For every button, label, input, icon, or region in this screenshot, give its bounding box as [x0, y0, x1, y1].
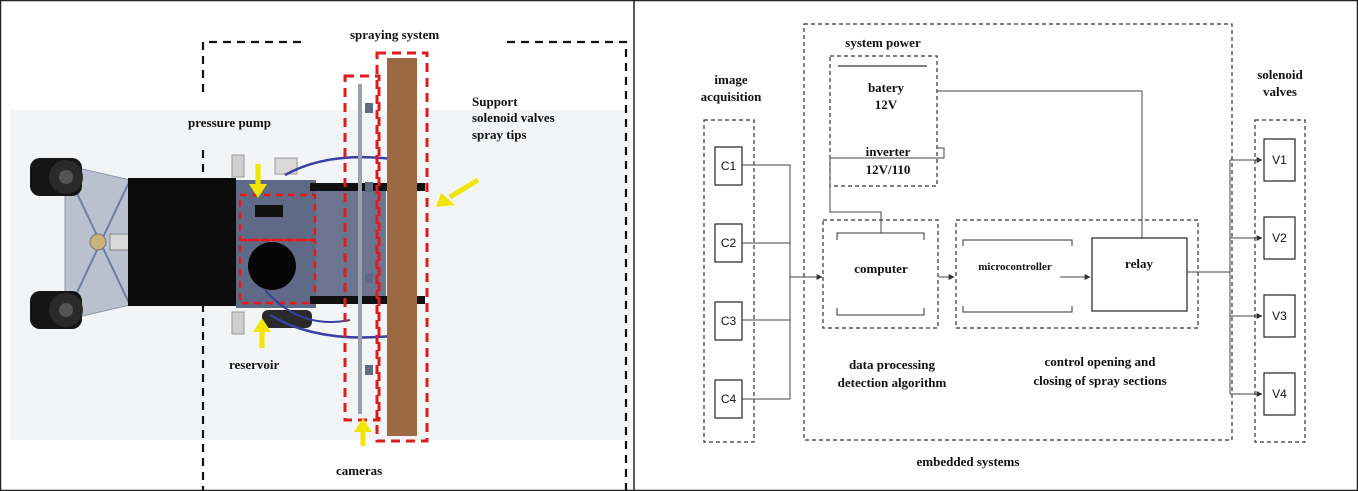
camera-label: C2: [721, 236, 737, 250]
camera-box-c2: C2: [714, 223, 743, 263]
valve-connectors: [1187, 157, 1263, 397]
valve-label: V2: [1272, 231, 1287, 245]
valve-box-v1: V1: [1263, 138, 1296, 182]
camera-box-c3: C3: [714, 301, 743, 341]
camera-box-c4: C4: [714, 379, 743, 419]
embedded-systems-box: [803, 23, 1233, 441]
reservoir-tank: [248, 242, 296, 290]
label-valves: valves: [1263, 84, 1297, 99]
camera-3: [365, 273, 373, 283]
frame-dash-left-top: [201, 40, 305, 92]
label-embedded-systems: embedded systems: [917, 454, 1020, 469]
valve-label: V4: [1272, 387, 1287, 401]
arrow-cameras: [354, 418, 372, 446]
left-panel: spraying system pressure pump Support so…: [10, 27, 630, 491]
label-spraying-system: spraying system: [350, 27, 439, 42]
arrow-support: [436, 177, 480, 207]
label-solenoid-valves: solenoid valves: [472, 110, 555, 125]
valve-box-v2: V2: [1263, 216, 1296, 260]
hose-top: [284, 155, 401, 177]
label-data-processing: data processing: [849, 357, 936, 372]
label-system-power: system power: [845, 35, 921, 50]
label-support: Support: [472, 94, 518, 109]
hose-bottom: [269, 313, 401, 339]
label-relay: relay: [1125, 256, 1153, 271]
label-closing-spray: closing of spray sections: [1033, 373, 1166, 388]
label-battery-voltage: 12V: [875, 97, 898, 112]
label-cameras: cameras: [336, 463, 382, 478]
power-lines: [829, 90, 1143, 238]
camera-label: C3: [721, 314, 737, 328]
frame-dash-right: [507, 40, 628, 491]
wheel-bottom: [30, 291, 83, 329]
platform-extension: [316, 185, 386, 303]
camera-2: [365, 182, 373, 192]
valve-box-v4: V4: [1263, 372, 1296, 416]
label-reservoir: reservoir: [229, 357, 280, 372]
image-acquisition-box: [703, 119, 755, 443]
valve-box-v3: V3: [1263, 294, 1296, 338]
label-control-opening: control opening and: [1044, 354, 1156, 369]
solenoid-valves-box: [1254, 119, 1306, 443]
relay-box: [1091, 237, 1188, 312]
support-highlight: [375, 51, 429, 443]
label-computer: computer: [854, 261, 908, 276]
camera-4: [365, 365, 373, 375]
valve-label: V1: [1272, 153, 1287, 167]
label-inverter-voltage: 12V/110: [866, 162, 911, 177]
label-solenoid: solenoid: [1257, 67, 1303, 82]
reservoir-highlight: [238, 238, 317, 305]
arrow-reservoir: [253, 318, 271, 348]
valve-label: V3: [1272, 309, 1287, 323]
label-microcontroller: microcontroller: [978, 261, 1052, 273]
label-pressure-pump: pressure pump: [188, 115, 271, 130]
right-panel: C1 C2 C3 C4: [701, 23, 1306, 469]
camera-connectors: [742, 164, 823, 400]
wheel-top: [30, 158, 83, 196]
camera-label: C1: [721, 159, 737, 173]
label-spray-tips: spray tips: [472, 127, 527, 142]
control-box: [955, 219, 1199, 329]
axle: [89, 233, 107, 251]
system-power-box: [829, 55, 938, 187]
body-block: [128, 178, 236, 306]
camera-label: C4: [721, 392, 737, 406]
camera-1: [365, 103, 373, 113]
label-battery: batery: [868, 80, 905, 95]
label-detection-algorithm: detection algorithm: [838, 375, 947, 390]
arrow-pump: [249, 164, 267, 198]
support-bar: [387, 58, 417, 436]
label-acquisition: acquisition: [701, 89, 762, 104]
pressure-pump: [255, 205, 283, 217]
camera-box-c1: C1: [714, 146, 743, 186]
label-image: image: [714, 72, 747, 87]
label-inverter: inverter: [866, 144, 911, 159]
